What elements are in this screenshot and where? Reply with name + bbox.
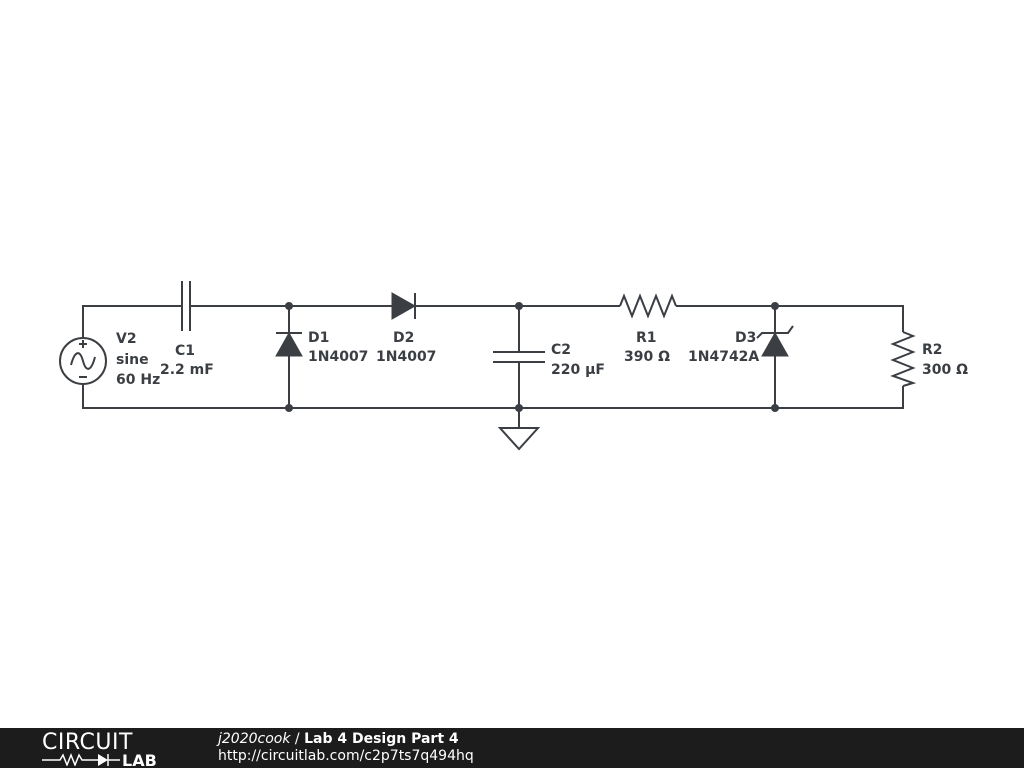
d2-diode[interactable]: D2 1N4007 — [376, 292, 436, 365]
d1-value-label: 1N4007 — [308, 349, 368, 365]
wire-top-left — [82, 305, 182, 338]
v2-ref-label: V2 — [116, 331, 137, 347]
v2-value-label: 60 Hz — [116, 372, 160, 388]
footer-bar: CIRCUIT LAB j2020cook / Lab 4 Design Par… — [0, 728, 1024, 768]
ground-icon — [497, 427, 541, 451]
d3-zener-diode[interactable]: D3 1N4742A — [688, 325, 794, 365]
resistor-logo-icon — [42, 752, 98, 766]
footer-title-line: j2020cook / Lab 4 Design Part 4 — [218, 731, 474, 748]
resistor-icon — [890, 331, 917, 387]
d2-ref-label: D2 — [393, 330, 414, 346]
v2-sine-source[interactable]: V2 sine 60 Hz — [59, 331, 160, 388]
ground-symbol[interactable] — [497, 427, 541, 451]
footer-url-line: http://circuitlab.com/c2p7ts7q494hq — [218, 748, 474, 765]
zener-diode-icon — [761, 331, 789, 357]
wire-bottom — [82, 384, 904, 409]
junction-dot — [771, 404, 779, 412]
junction-dot — [515, 302, 523, 310]
capacitor-plates-icon — [493, 351, 545, 363]
r2-value-label: 300 Ω — [922, 362, 968, 378]
sine-wave-icon — [70, 352, 96, 370]
r2-resistor[interactable]: R2 300 Ω — [890, 331, 968, 387]
diode-logo-icon — [98, 754, 108, 766]
c1-capacitor[interactable]: C1 2.2 mF — [160, 281, 214, 378]
logo-top-text: CIRCUIT — [42, 730, 133, 755]
logo-bottom-text: LAB — [122, 751, 157, 766]
d3-value-label: 1N4742A — [688, 349, 759, 365]
circuit-url-link[interactable]: http://circuitlab.com/c2p7ts7q494hq — [218, 748, 474, 764]
junction-dot — [515, 404, 523, 412]
d3-ref-label: D3 — [735, 330, 756, 346]
zener-bar-icon — [756, 325, 794, 339]
junction-dot — [771, 302, 779, 310]
title-separator: / — [290, 731, 305, 747]
r2-ref-label: R2 — [922, 342, 943, 358]
circuitlab-logo[interactable]: CIRCUIT LAB — [40, 730, 180, 766]
sine-source-icon — [59, 337, 107, 385]
diode-logo-bar-icon — [107, 754, 120, 766]
c1-value-label: 2.2 mF — [160, 362, 214, 378]
v2-type-label: sine — [116, 352, 149, 368]
footer-info: j2020cook / Lab 4 Design Part 4 http://c… — [218, 731, 474, 765]
c2-value-label: 220 µF — [551, 362, 605, 378]
junction-dot — [285, 404, 293, 412]
d2-value-label: 1N4007 — [376, 349, 436, 365]
circuit-title: Lab 4 Design Part 4 — [304, 731, 459, 747]
wire-top-r1-r2 — [676, 305, 904, 332]
r1-ref-label: R1 — [636, 330, 657, 346]
d1-ref-label: D1 — [308, 330, 329, 346]
diode-icon — [391, 292, 417, 320]
resistor-icon — [619, 293, 677, 319]
capacitor-plates-icon — [181, 281, 191, 331]
author-link[interactable]: j2020cook — [218, 731, 291, 747]
circuit-schematic: V2 sine 60 Hz C1 2.2 mF D1 1N4007 D2 1N4… — [59, 281, 968, 451]
r1-resistor[interactable]: R1 390 Ω — [619, 293, 677, 365]
r1-value-label: 390 Ω — [624, 349, 670, 365]
junction-dot — [285, 302, 293, 310]
d1-diode[interactable]: D1 1N4007 — [275, 330, 368, 365]
plus-sign-icon — [79, 340, 87, 348]
c1-ref-label: C1 — [175, 343, 195, 359]
c2-ref-label: C2 — [551, 342, 571, 358]
diode-icon — [275, 331, 303, 357]
junctions — [285, 302, 779, 412]
c2-capacitor[interactable]: C2 220 µF — [493, 342, 605, 378]
